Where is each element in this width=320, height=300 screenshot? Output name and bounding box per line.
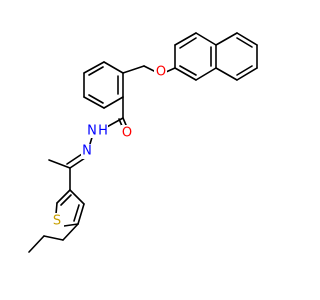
thiophene-sulfur-symbol: S <box>53 214 61 229</box>
hydrazone-linkage <box>48 133 94 191</box>
ether-oxygen-label: O <box>154 64 167 80</box>
benzene-ring <box>83 61 124 109</box>
ether-linkage <box>122 65 176 74</box>
carbonyl-oxygen-symbol: O <box>122 126 132 141</box>
amide-nh-label: N H <box>87 123 108 139</box>
amide-hydrogen-symbol: H <box>98 124 108 139</box>
molecule-canvas: O O N H N S <box>28 32 258 253</box>
thiophene-ring <box>55 189 85 227</box>
imine-nitrogen-label: N <box>81 144 94 159</box>
thiophene-sulfur-label: S <box>51 213 64 229</box>
molecule-structure: O O N H N S <box>28 32 258 253</box>
naphthalene-ring-b <box>215 32 258 81</box>
propyl-chain <box>28 223 79 253</box>
carbonyl-oxygen-label: O <box>121 125 134 141</box>
naphthalene-ring-a <box>174 32 217 81</box>
imine-nitrogen-symbol: N <box>82 144 92 159</box>
ether-oxygen-symbol: O <box>156 65 166 80</box>
amide-nitrogen-symbol: N <box>87 124 97 139</box>
